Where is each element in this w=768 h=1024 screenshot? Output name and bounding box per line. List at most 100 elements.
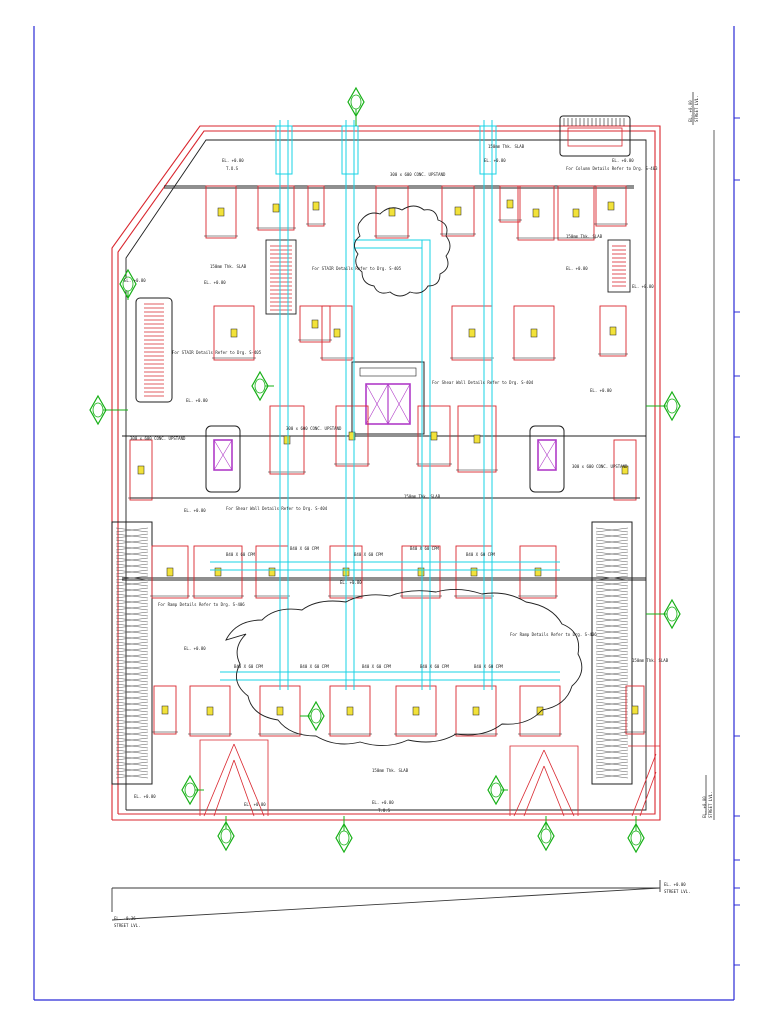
property-boundary — [111, 125, 661, 821]
slab-note-6: 150mm Thk. SLAB — [632, 658, 669, 663]
stair-top-center — [559, 115, 631, 157]
core-right — [529, 425, 565, 493]
wall-tag-mid3: 300 x 600 CONC. UPSTAND — [130, 436, 186, 441]
grid-marker-7 — [300, 700, 325, 732]
street-lbl-1: STREET LVL. — [664, 889, 691, 894]
footing-36 — [624, 685, 646, 735]
grid-marker-2 — [89, 394, 128, 426]
footing-10 — [212, 305, 256, 361]
level-1-tos: T.O.S — [226, 166, 239, 171]
beam-tag-6: B40 X 60 CPM — [234, 664, 263, 669]
footing-19 — [456, 405, 498, 473]
footing-21 — [612, 439, 638, 501]
street-el-3: EL. +0.00 — [688, 100, 693, 122]
footing-11 — [298, 305, 332, 343]
footing-16 — [268, 405, 306, 475]
footing-24 — [254, 545, 290, 599]
footing-2 — [256, 185, 296, 231]
level-9: EL. +0.80 — [590, 388, 612, 393]
beam-tag-3: B40 X 60 CPM — [354, 552, 383, 557]
grid-markers — [89, 86, 681, 854]
ramp-right — [591, 521, 633, 785]
level-5: EL. +0.80 — [124, 278, 146, 283]
level-6: EL. +0.80 — [566, 266, 588, 271]
beam-tag-8: B40 X 60 CPM — [362, 664, 391, 669]
grid-marker-12 — [537, 816, 555, 852]
beam-tag-10: B40 X 60 CPM — [474, 664, 503, 669]
footing-3 — [306, 185, 326, 227]
stair-left — [135, 297, 173, 403]
slab-note-2: 150mm Thk. SLAB — [488, 144, 525, 149]
level-1: EL. +0.80 — [222, 158, 244, 163]
footing-29 — [152, 685, 178, 735]
grid-marker-9 — [217, 816, 235, 852]
central-core — [351, 361, 425, 435]
street-section — [111, 880, 661, 921]
grid-marker-3 — [646, 390, 681, 422]
level-b1: EL. +0.80 — [372, 800, 394, 805]
footing-20 — [128, 439, 154, 501]
level-11: EL. +0.80 — [184, 646, 206, 651]
note-stair-2: For STAIR Details Refer to Drg. S-405 — [172, 350, 262, 355]
sheet-frame — [33, 26, 735, 1001]
level-12: EL. +0.80 — [340, 580, 362, 585]
footing-22 — [150, 545, 190, 599]
footing-9 — [594, 185, 628, 227]
grid-marker-10 — [335, 816, 353, 854]
footing-17 — [334, 405, 370, 467]
footing-34 — [454, 685, 498, 737]
grid-marker-4 — [646, 598, 681, 630]
level-10: EL. +0.80 — [184, 508, 206, 513]
wall-tag-top: 300 x 600 CONC. UPSTAND — [390, 172, 446, 177]
frame-ticks — [734, 117, 740, 966]
beam-tag-5: B40 X 60 CPM — [466, 552, 495, 557]
grid-marker-6 — [251, 370, 274, 402]
footing-12 — [320, 305, 354, 361]
right-street-markers — [692, 92, 715, 820]
stair-top-left — [265, 239, 297, 315]
note-shear-2: For Shear Wall Details Refer to Drg. S-4… — [226, 506, 328, 511]
footing-7 — [516, 185, 556, 241]
level-b2: EL. +0.80 — [244, 802, 266, 807]
grid-marker-11 — [487, 774, 508, 806]
street-el-1: EL. +0.00 — [664, 882, 686, 887]
level-b3: EL. +0.80 — [134, 794, 156, 799]
footing-31 — [258, 685, 302, 737]
grid-marker-1 — [347, 86, 365, 126]
footing-33 — [394, 685, 438, 737]
note-column: For Column Details Refer to Drg. S-403 — [566, 166, 658, 171]
footing-30 — [188, 685, 232, 737]
grid-marker-8 — [181, 774, 204, 806]
footing-28 — [518, 545, 558, 599]
level-2: EL. +0.80 — [484, 158, 506, 163]
footing-35 — [518, 685, 562, 737]
footing-26 — [400, 545, 442, 599]
duct-runs — [210, 120, 560, 690]
slab-note-1: 150mm Thk. SLAB — [210, 264, 247, 269]
note-ramp-1: For Ramp Details Refer to Drg. S-406 — [158, 602, 245, 607]
footing-14 — [512, 305, 556, 361]
beam-tag-4: B40 X 60 CPM — [410, 546, 439, 551]
ramp-left — [111, 521, 153, 785]
footing-13 — [450, 305, 494, 361]
footing-8 — [556, 185, 596, 241]
footing-4 — [374, 185, 410, 239]
beam-tag-9: B40 X 60 CPM — [420, 664, 449, 669]
street-lbl-4: STREET LVL. — [708, 792, 713, 819]
revision-cloud-upper — [354, 205, 451, 297]
revision-cloud-lower — [225, 589, 583, 746]
wall-tag-mid: 300 x 600 CONC. UPSTAND — [286, 426, 342, 431]
footing-23 — [192, 545, 244, 599]
level-8: EL. +0.80 — [186, 398, 208, 403]
footing-5 — [440, 185, 476, 237]
level-3: EL. +0.80 — [612, 158, 634, 163]
slab-note-4: 150mm Thk. SLAB — [404, 494, 441, 499]
core-left — [205, 425, 241, 493]
slab-note-5: 150mm Thk. SLAB — [372, 768, 409, 773]
footing-1 — [204, 185, 238, 239]
level-7: EL. +0.80 — [632, 284, 654, 289]
street-el-4: EL. +0.00 — [702, 796, 707, 818]
street-lbl-3: STREET LVL. — [694, 96, 699, 123]
street-lbl-2: STREET LVL. — [114, 923, 141, 928]
